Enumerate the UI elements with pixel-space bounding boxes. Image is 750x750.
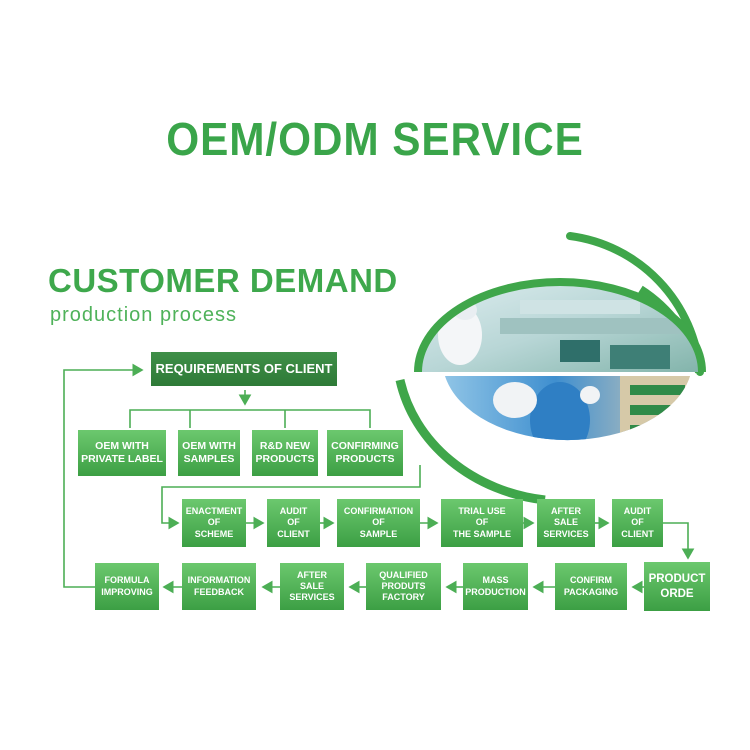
step-line: OF <box>631 517 644 528</box>
step-line: AFTER <box>296 569 327 580</box>
step-line: ORDE <box>660 587 694 600</box>
option-line: PRODUCTS <box>255 453 315 465</box>
page-title: OEM/ODM SERVICE <box>166 113 584 165</box>
step-line: OF <box>207 517 221 528</box>
step-line: AFTER <box>550 506 581 517</box>
step-line: SALE <box>299 580 324 591</box>
step-line: SCHEME <box>194 528 234 539</box>
step-line: OF <box>287 517 300 528</box>
step-line: OF <box>372 517 385 528</box>
step-line: PRODUCT <box>648 573 706 586</box>
step-line: QUALIFIED <box>379 569 428 580</box>
option-line: CONFIRMING <box>331 439 399 452</box>
step-line: PRODUTS <box>381 580 426 591</box>
option-line: SAMPLES <box>183 453 235 465</box>
option-line: OEM WITH <box>95 439 149 452</box>
requirements-label: REQUIREMENTS OF CLIENT <box>155 360 333 376</box>
step-line: THE SAMPLE <box>452 528 511 539</box>
step-line: TRIAL USE <box>458 506 506 517</box>
step-line: OF <box>475 517 489 528</box>
step-line: IMPROVING <box>101 586 153 597</box>
option-line: PRIVATE LABEL <box>81 453 163 465</box>
step-line: CONFIRMATION <box>343 506 414 517</box>
step-line: AUDIT <box>279 506 308 517</box>
requirements-box: REQUIREMENTS OF CLIENT <box>151 352 337 386</box>
option-line: OEM WITH <box>182 439 236 452</box>
step-line: CLIENT <box>277 528 310 539</box>
step-line: PACKAGING <box>563 586 619 597</box>
option-line: PRODUCTS <box>335 453 395 465</box>
step-line: SALE <box>553 517 578 528</box>
section-subtitle: production process <box>50 304 237 326</box>
step-line: AUDIT <box>623 506 652 517</box>
step-line: MASS <box>482 575 509 586</box>
step-line: ENACTMENT <box>185 506 243 517</box>
step-line: FEEDBACK <box>193 586 244 597</box>
lower-arc <box>395 379 546 505</box>
step-line: SERVICES <box>289 592 335 603</box>
top-photo-arc <box>414 278 706 373</box>
step-line: SAMPLE <box>359 528 398 539</box>
step-line: CLIENT <box>621 528 654 539</box>
step-line: SERVICES <box>543 528 589 539</box>
step-line: PRODUCTION <box>465 586 526 597</box>
section-title: CUSTOMER DEMAND <box>48 262 398 299</box>
step-line: INFORMATION <box>187 575 251 586</box>
step-line: CONFIRM <box>570 575 612 586</box>
step-line: FORMULA <box>104 575 150 586</box>
option-line: R&D NEW <box>259 439 311 452</box>
step-line: FACTORY <box>382 592 425 603</box>
